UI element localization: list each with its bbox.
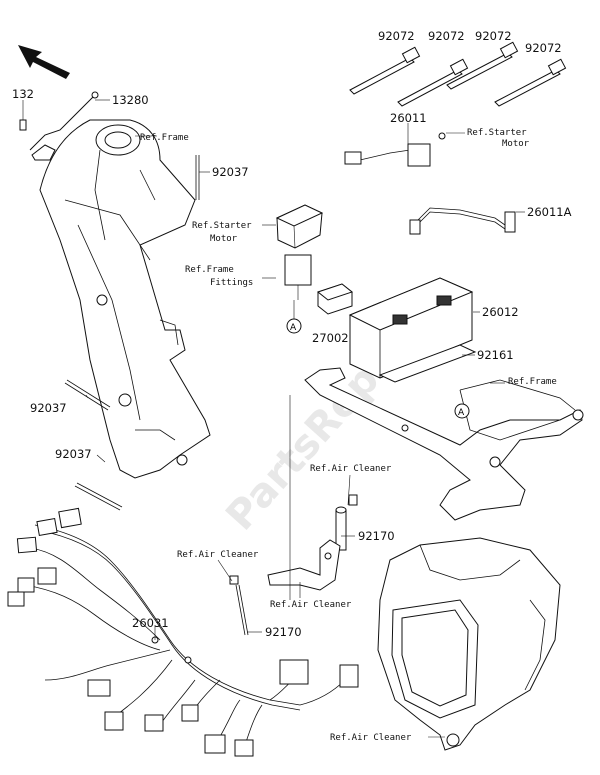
starter-relay xyxy=(275,204,324,300)
frame-drawing xyxy=(39,119,211,479)
bolt-132 xyxy=(19,108,27,131)
callout-a-top-label: A xyxy=(290,323,297,333)
air-cleaner xyxy=(377,537,561,751)
ref-starter-motor-top-line2: Motor xyxy=(502,139,530,149)
bolt-92170-right xyxy=(335,494,358,551)
battery-26012 xyxy=(348,277,474,379)
part-number-92037-top: 92037 xyxy=(212,165,249,179)
lead-26011a xyxy=(409,207,516,235)
bolt-92170-low xyxy=(229,575,249,636)
part-number-26011a: 26011A xyxy=(527,205,572,219)
ref-frame-top-label: Ref.Frame xyxy=(140,133,189,143)
wire-13280 xyxy=(29,91,99,161)
ref-frame-right-label: Ref.Frame xyxy=(508,377,557,387)
ref-air-cleaner-label-3: Ref.Air Cleaner xyxy=(270,600,352,610)
callout-a-right-label: A xyxy=(458,408,465,418)
callout-a-right: A xyxy=(454,403,470,419)
ref-air-cleaner-label-1: Ref.Air Cleaner xyxy=(310,464,392,474)
ref-starter-motor-top-line1: Ref.Starter xyxy=(467,128,527,138)
part-number-92072-2: 92072 xyxy=(428,29,465,43)
stay-bracket xyxy=(267,539,341,591)
part-number-13280: 13280 xyxy=(112,93,149,107)
part-number-26012: 26012 xyxy=(482,305,519,319)
pad-92161 xyxy=(378,344,477,383)
part-number-26011: 26011 xyxy=(390,111,427,125)
part-number-92072-3: 92072 xyxy=(475,29,512,43)
part-number-92037-low: 92037 xyxy=(55,447,92,461)
band-92037-low xyxy=(74,482,123,511)
ref-air-cleaner-label-2: Ref.Air Cleaner xyxy=(177,550,259,560)
lead-26011 xyxy=(344,132,446,167)
cable-tie-1 xyxy=(349,46,421,95)
wiring-harness-26031 xyxy=(7,507,359,757)
part-number-92037-mid: 92037 xyxy=(30,401,67,415)
band-92037-mid xyxy=(64,379,111,411)
part-number-92170-right: 92170 xyxy=(358,529,395,543)
part-number-26031: 26031 xyxy=(132,616,169,630)
cable-tie-3 xyxy=(446,41,519,90)
ref-starter-motor-mid-line2: Motor xyxy=(210,234,238,244)
cable-tie-2 xyxy=(397,58,469,107)
part-number-92161: 92161 xyxy=(477,348,514,362)
part-number-27002: 27002 xyxy=(312,331,349,345)
ref-starter-motor-mid-line1: Ref.Starter xyxy=(192,221,252,231)
part-number-92072-4: 92072 xyxy=(525,41,562,55)
cable-tie-4 xyxy=(494,58,567,107)
ref-frame-fittings-line1: Ref.Frame xyxy=(185,265,234,275)
leader-lines xyxy=(22,99,525,738)
part-number-92072-1: 92072 xyxy=(378,29,415,43)
callout-a-top: A xyxy=(286,300,302,334)
ref-frame-fittings-line2: Fittings xyxy=(210,278,253,288)
fuse-27002 xyxy=(316,283,354,315)
part-number-132: 132 xyxy=(12,87,34,101)
band-92037-top xyxy=(195,155,200,200)
ref-air-cleaner-label-4: Ref.Air Cleaner xyxy=(330,733,412,743)
part-number-92170-low: 92170 xyxy=(265,625,302,639)
front-direction-arrow-icon xyxy=(18,45,70,79)
cable-tie-group xyxy=(349,41,567,107)
